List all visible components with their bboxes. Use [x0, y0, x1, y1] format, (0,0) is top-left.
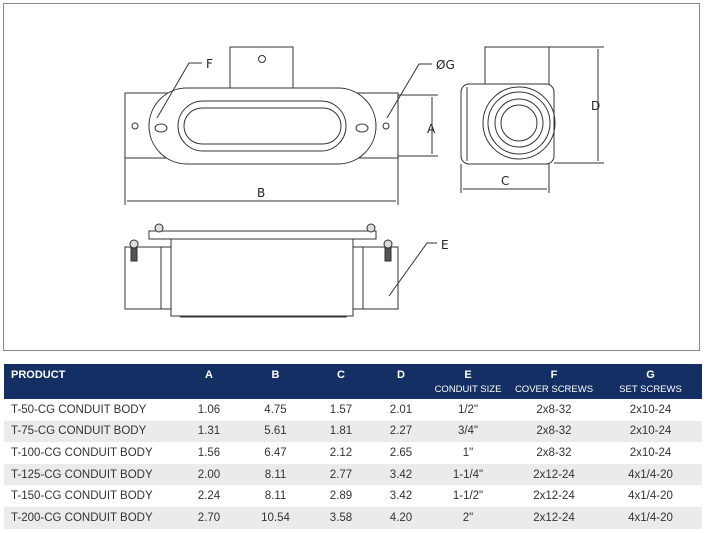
table-row: T-125-CG CONDUIT BODY 2.00 8.11 2.77 3.42 1-1…: [4, 463, 702, 486]
table-cell: 2x8-32: [536, 425, 572, 438]
table-cell: 8.11: [264, 468, 287, 481]
header-sublabel: COVER SCREWS: [514, 384, 594, 395]
technical-drawing: F ØG A B C D E: [3, 3, 700, 351]
table-cell: 1.57: [329, 403, 353, 416]
table-cell: 2x8-32: [536, 403, 572, 416]
table-cell: T-75-CG CONDUIT BODY: [11, 425, 147, 438]
table-cell: 2.12: [329, 446, 353, 459]
column-header: C: [307, 364, 375, 399]
header-label: F: [550, 369, 558, 381]
table-cell: 4x1/4-20: [628, 490, 673, 503]
table-row: T-100-CG CONDUIT BODY 1.56 6.47 2.12 2.65 1" 2…: [4, 442, 702, 464]
table-cell: 2x12-24: [533, 511, 575, 524]
table-cell: 2x12-24: [533, 468, 575, 481]
table-cell: T-200-CG CONDUIT BODY: [11, 511, 153, 524]
table-cell: 4.75: [264, 403, 287, 416]
label-c: C: [501, 174, 509, 188]
table-cell: 2x10-24: [629, 403, 672, 416]
header-label: B: [271, 369, 280, 381]
header-label: D: [397, 369, 405, 381]
table-cell: 4x1/4-20: [628, 468, 673, 481]
column-header: G SET SCREWS: [599, 364, 702, 399]
header-sublabel: SET SCREWS: [619, 384, 682, 395]
table-row: T-150-CG CONDUIT BODY 2.24 8.11 2.89 3.42 1-1…: [4, 485, 702, 507]
table-cell: 2.01: [389, 403, 413, 416]
table-cell: T-125-CG CONDUIT BODY: [11, 468, 153, 481]
table-cell: 1-1/2": [452, 490, 484, 503]
table-cell: 2.24: [197, 490, 221, 503]
column-header: D: [375, 364, 427, 399]
table-cell: 1.81: [329, 425, 353, 438]
table-cell: T-100-CG CONDUIT BODY: [11, 446, 153, 459]
label-e: E: [441, 238, 449, 252]
table-row: T-75-CG CONDUIT BODY 1.31 5.61 1.81 2.27 3/4"…: [4, 420, 702, 443]
table-header: PRODUCT A B C D E CONDUIT SIZE F COVER SCREWS G SE…: [4, 364, 702, 399]
table-cell: 5.61: [264, 425, 287, 438]
table-cell: 8.11: [264, 490, 287, 503]
column-header: F COVER SCREWS: [509, 364, 599, 399]
header-label: PRODUCT: [11, 369, 66, 381]
table-cell: 3.42: [389, 490, 413, 503]
top-view: [124, 46, 438, 205]
table-cell: 1.56: [197, 446, 221, 459]
table-cell: 2.77: [329, 468, 353, 481]
table-cell: 6.47: [264, 446, 287, 459]
header-label: C: [337, 369, 345, 381]
table-cell: 2.65: [389, 446, 413, 459]
table-cell: 3.58: [329, 511, 353, 524]
label-a: A: [427, 122, 436, 136]
table-row: T-50-CG CONDUIT BODY 1.06 4.75 1.57 2.01 1/2"…: [4, 399, 702, 421]
table-row: T-200-CG CONDUIT BODY 2.70 10.54 3.58 4.20 2"…: [4, 506, 702, 529]
front-view: [124, 223, 437, 318]
table-cell: 2x8-32: [536, 446, 572, 459]
header-label: E: [464, 369, 472, 381]
table-cell: 1/2": [457, 403, 479, 416]
table-cell: T-50-CG CONDUIT BODY: [11, 403, 147, 416]
table-cell: 2.27: [389, 425, 413, 438]
dimensions-table: PRODUCT A B C D E CONDUIT SIZE F COVER SCREWS G SE…: [4, 364, 702, 529]
column-header: A: [174, 364, 244, 399]
table-cell: 4.20: [389, 511, 413, 524]
table-cell: T-150-CG CONDUIT BODY: [11, 490, 153, 503]
column-header: PRODUCT: [4, 364, 174, 399]
table-cell: 2x10-24: [629, 425, 672, 438]
table-cell: 2": [462, 511, 474, 524]
table-cell: 10.54: [261, 511, 290, 524]
label-b: B: [257, 186, 265, 200]
table-cell: 4x1/4-20: [628, 511, 673, 524]
table-cell: 2x10-24: [629, 446, 672, 459]
column-header: B: [244, 364, 307, 399]
table-cell: 2.89: [329, 490, 353, 503]
label-f: F: [206, 57, 213, 71]
table-cell: 1.31: [197, 425, 221, 438]
label-g: ØG: [436, 58, 455, 72]
header-sublabel: CONDUIT SIZE: [434, 384, 502, 395]
table-cell: 3.42: [389, 468, 413, 481]
column-header: E CONDUIT SIZE: [427, 364, 509, 399]
header-label: G: [646, 369, 655, 381]
table-cell: 2.70: [197, 511, 221, 524]
table-cell: 1": [462, 446, 474, 459]
header-label: A: [205, 369, 213, 381]
table-cell: 3/4": [457, 425, 479, 438]
table-cell: 1-1/4": [452, 468, 484, 481]
table-cell: 2.00: [197, 468, 221, 481]
table-cell: 1.06: [197, 403, 221, 416]
side-view: [460, 46, 604, 193]
table-cell: 2x12-24: [533, 490, 575, 503]
label-d: D: [591, 99, 600, 113]
